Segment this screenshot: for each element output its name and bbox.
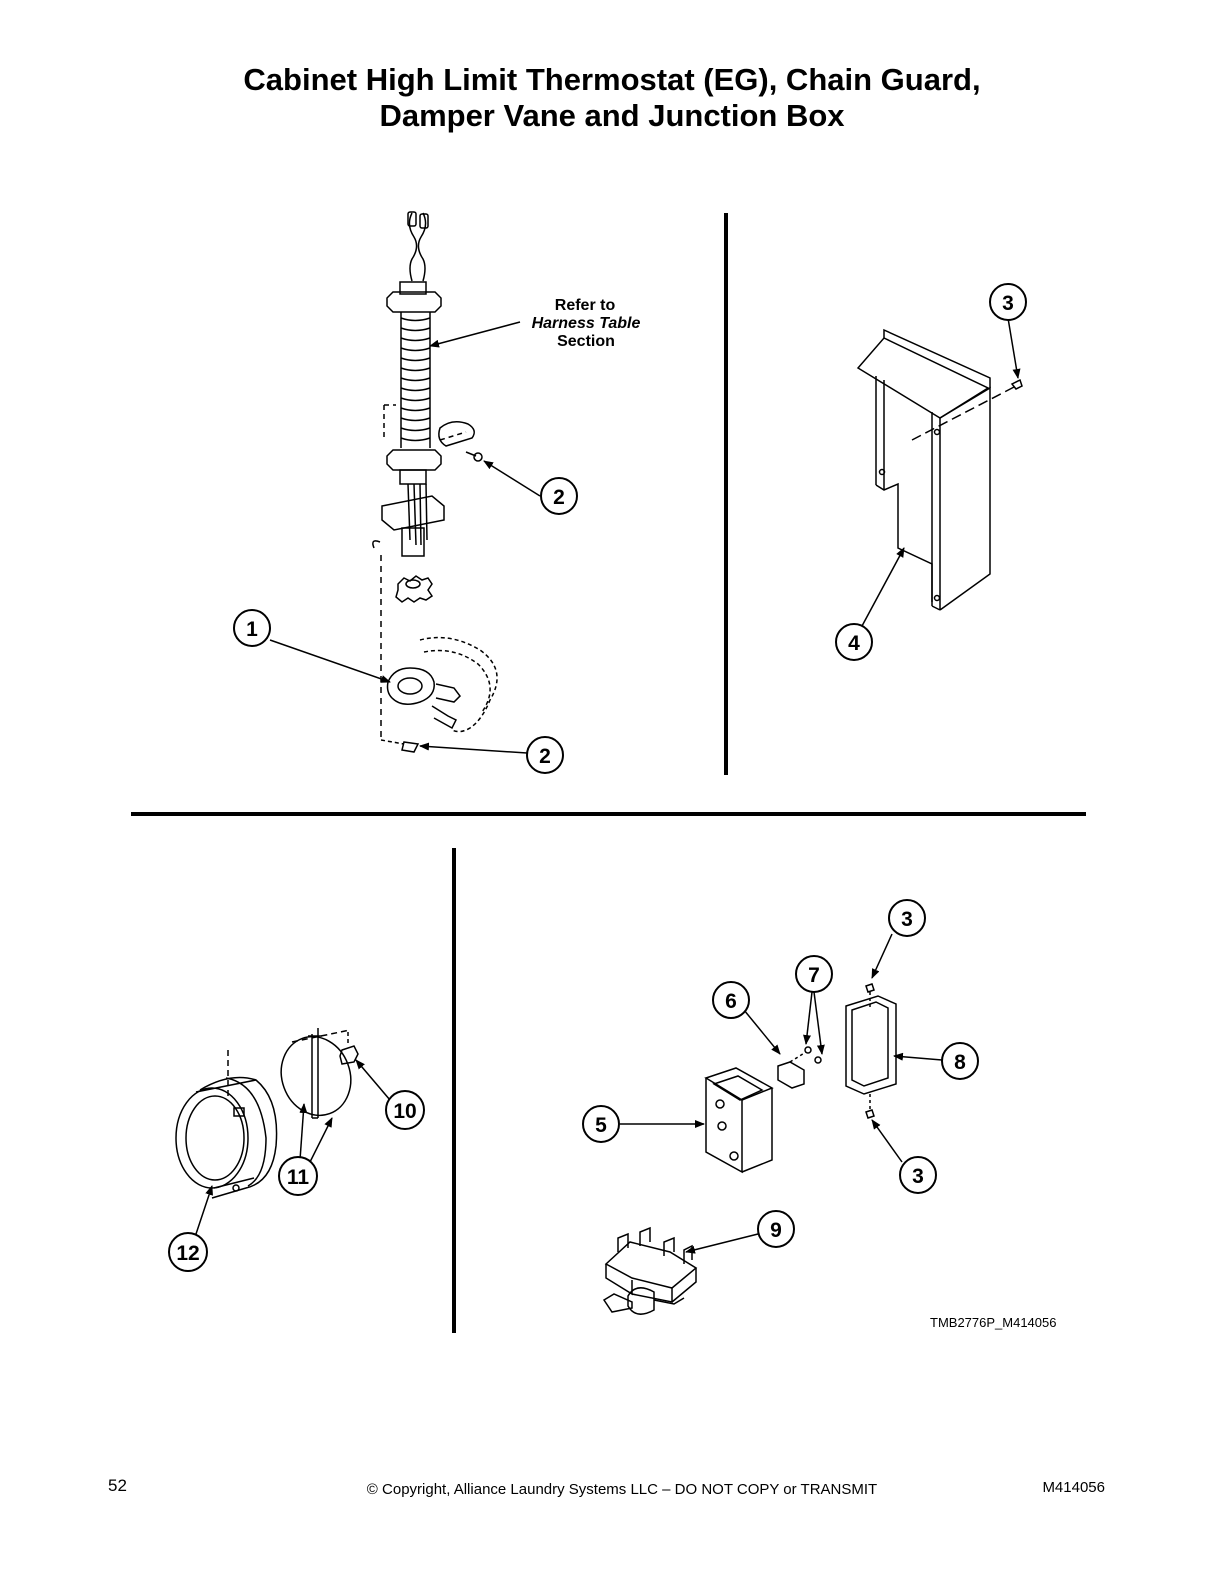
- callout-3c-label: 3: [912, 1165, 924, 1188]
- leader-7a: [803, 991, 813, 1045]
- callout-10: 10: [385, 1090, 425, 1130]
- leader-3c: [871, 1119, 903, 1163]
- leader-4: [861, 547, 905, 627]
- section-label: Section: [557, 333, 615, 350]
- callout-3c: 3: [899, 1156, 937, 1194]
- leader-3b: [871, 933, 893, 979]
- callout-1: 1: [233, 609, 271, 647]
- leader-7b: [813, 991, 825, 1055]
- callout-5: 5: [582, 1105, 620, 1143]
- callout-7: 7: [795, 955, 833, 993]
- leader-12: [195, 1185, 213, 1235]
- callout-6: 6: [712, 981, 750, 1019]
- callout-3a: 3: [989, 283, 1027, 321]
- callout-9: 9: [757, 1210, 795, 1248]
- leader-1: [269, 639, 391, 683]
- callout-10-label: 10: [393, 1100, 416, 1123]
- callout-11: 11: [278, 1156, 318, 1196]
- title-line-1: Cabinet High Limit Thermostat (EG), Chai…: [243, 62, 981, 97]
- copyright-notice: © Copyright, Alliance Laundry Systems LL…: [366, 1481, 878, 1498]
- chain-guard-bracket: [856, 328, 1023, 611]
- damper-assembly: [175, 1028, 359, 1199]
- callout-12: 12: [168, 1232, 208, 1272]
- leader-refer: [429, 321, 521, 348]
- leader-2b: [419, 742, 528, 754]
- leader-9: [685, 1233, 759, 1254]
- callout-1-label: 1: [246, 618, 258, 641]
- callout-11-label: 11: [287, 1166, 310, 1189]
- leader-8: [893, 1052, 943, 1061]
- refer-to-label: Refer to: [555, 297, 616, 314]
- page-title: Cabinet High Limit Thermostat (EG), Chai…: [0, 62, 1224, 134]
- chain-guard-assembly: [372, 211, 498, 753]
- callout-9-label: 9: [770, 1219, 782, 1242]
- callout-2a: 2: [540, 477, 578, 515]
- page-number: 52: [108, 1476, 127, 1495]
- leader-3a: [1007, 317, 1021, 379]
- callout-3b: 3: [888, 899, 926, 937]
- model-number: M414056: [1042, 1479, 1105, 1496]
- harness-table-label: Harness Table: [532, 315, 641, 332]
- callout-4-label: 4: [848, 632, 860, 655]
- callout-3a-label: 3: [1002, 292, 1014, 315]
- callout-8-label: 8: [954, 1051, 966, 1074]
- title-line-2: Damper Vane and Junction Box: [379, 98, 845, 133]
- callout-6-label: 6: [725, 990, 737, 1013]
- leader-10: [355, 1059, 391, 1101]
- callout-12-label: 12: [176, 1242, 199, 1265]
- leader-11a: [299, 1103, 308, 1161]
- leader-6: [743, 1009, 781, 1055]
- figure-code: TMB2776P_M414056: [930, 1315, 1056, 1330]
- callout-3b-label: 3: [901, 908, 913, 931]
- callout-2b-label: 2: [539, 745, 551, 768]
- leader-11b: [309, 1117, 333, 1163]
- callout-2a-label: 2: [553, 486, 565, 509]
- leader-2a: [483, 460, 541, 497]
- junction-box-assembly: [602, 983, 897, 1315]
- callout-2b: 2: [526, 736, 564, 774]
- callout-5-label: 5: [595, 1114, 607, 1137]
- callout-8: 8: [941, 1042, 979, 1080]
- callout-7-label: 7: [808, 964, 820, 987]
- callout-4: 4: [835, 623, 873, 661]
